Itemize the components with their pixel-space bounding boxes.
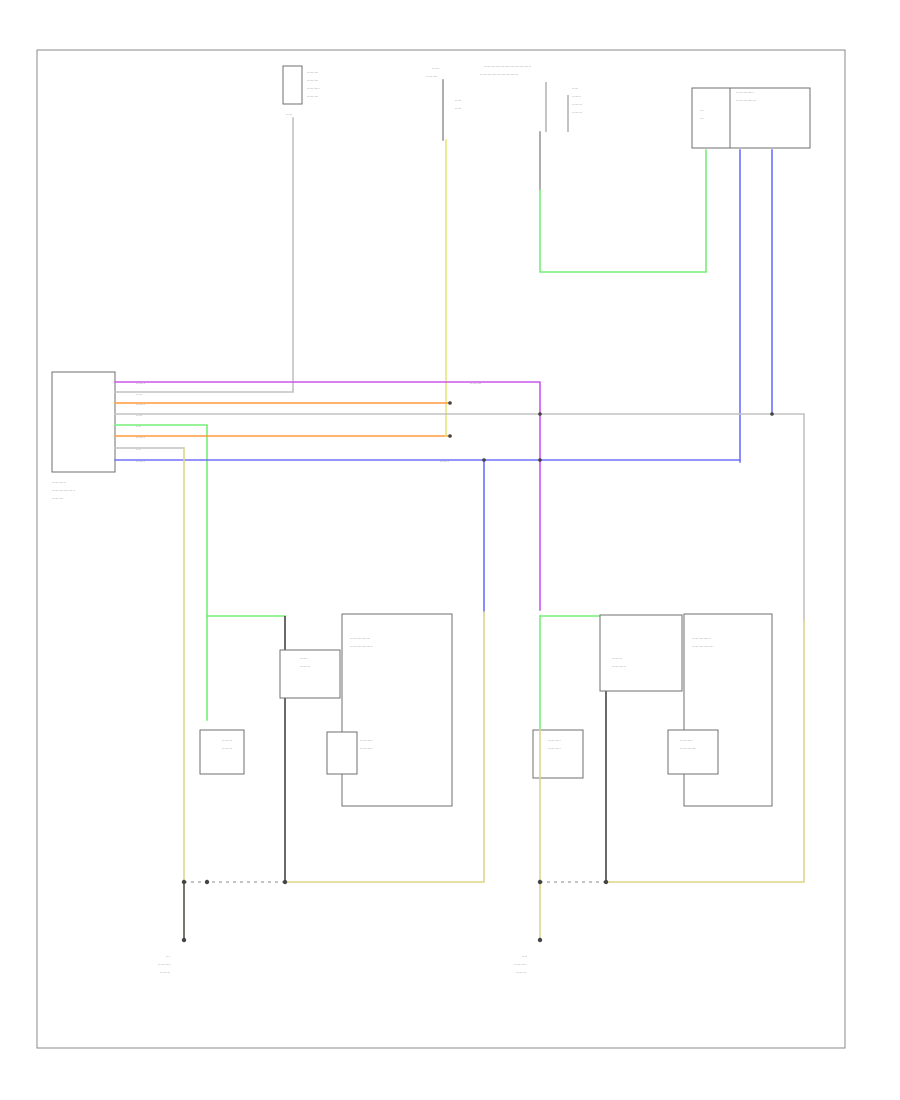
left-seat-heater-module (341, 613, 453, 807)
svg-text:······: ······ (432, 66, 440, 71)
svg-text:·······: ······· (440, 459, 449, 464)
svg-text:·········: ········· (52, 496, 63, 501)
bus-wire-labels: ······· ····· ······· ····· ···· ·······… (136, 381, 481, 464)
wire-green-top-loop (539, 159, 707, 273)
ignition-switch-component: ········· ········· ·········· ·········… (282, 65, 320, 117)
svg-text:········: ········ (300, 664, 310, 669)
svg-text:·······: ······· (572, 94, 581, 99)
svg-text:················: ················ (350, 636, 370, 641)
svg-text:·················: ················· (692, 644, 714, 649)
svg-text:·······: ······· (136, 459, 145, 464)
svg-text:··········: ·········· (307, 86, 320, 91)
front-seat-heater-control-module: ··········· ·················· ········· (51, 371, 116, 501)
svg-text:··········: ·········· (360, 738, 373, 743)
hot-at-all-times-label: ····································· ··… (480, 64, 531, 77)
svg-text:··········: ·········· (680, 738, 693, 743)
wire-gray-bus (114, 389, 294, 393)
electronic-control-module: ·············· ················ ··· ··· (691, 87, 811, 149)
diagram-frame (36, 49, 846, 1049)
svg-text:········: ········ (222, 746, 232, 751)
svg-text:··················: ·················· (52, 488, 75, 493)
svg-text:··········: ·········· (360, 746, 373, 751)
svg-text:···: ··· (700, 108, 704, 113)
fuse-box: ····· ······· ········ ········ (545, 82, 582, 132)
svg-text:·······: ······· (136, 402, 145, 407)
svg-text:········: ········ (572, 102, 582, 107)
wire-gray-long-bus (114, 413, 805, 621)
svg-text:········: ········ (516, 970, 526, 975)
svg-text:··········: ·········· (158, 962, 171, 967)
svg-text:················: ················ (736, 98, 756, 103)
svg-text:····: ···· (136, 424, 141, 429)
svg-text:········: ········ (612, 656, 622, 661)
svg-text:······: ······ (300, 656, 308, 661)
svg-text:·········: ········· (307, 94, 318, 99)
right-return-wire (605, 619, 805, 883)
left-seat-assembly: ······ ········ ················ ·······… (199, 611, 485, 883)
svg-text:·····: ····· (455, 106, 461, 111)
svg-text:·····: ····· (136, 392, 142, 397)
svg-text:···············: ··············· (692, 636, 711, 641)
left-seat-back-heater (279, 649, 341, 699)
svg-text:········: ········ (160, 970, 170, 975)
right-ground-point: ···· ·········· ········ (514, 879, 609, 975)
left-return-wire (284, 611, 485, 883)
svg-text:··········: ·········· (514, 962, 527, 967)
svg-text:··················: ·················· (350, 644, 373, 649)
svg-text:·····: ····· (136, 413, 142, 418)
svg-text:········: ········ (222, 738, 232, 743)
svg-text:·········: ········· (426, 74, 437, 79)
svg-text:···········: ··········· (612, 664, 626, 669)
svg-text:········: ········ (572, 110, 582, 115)
svg-text:····: ···· (522, 954, 527, 959)
svg-text:······························: ······························ (480, 72, 518, 77)
svg-text:···········: ··········· (52, 480, 66, 485)
svg-text:···: ··· (166, 954, 170, 959)
bus-connector-dots (448, 401, 774, 462)
right-seat-cushion-sensor (667, 729, 719, 775)
right-seat-back-heater (599, 614, 683, 692)
svg-text:·········: ········· (470, 381, 481, 386)
wire-green-bus (114, 424, 208, 721)
svg-text:·····: ····· (286, 112, 292, 117)
svg-text:·······: ······· (136, 435, 145, 440)
svg-text:·······: ······· (136, 381, 145, 386)
left-seat-cushion-heater (199, 729, 245, 775)
svg-text:··········: ·········· (548, 746, 561, 751)
right-seat-cushion-heater (532, 729, 584, 779)
svg-text:·····: ····· (455, 98, 461, 103)
svg-text:·············: ············· (680, 746, 697, 751)
svg-text:···: ··· (700, 116, 704, 121)
svg-text:··········: ·········· (548, 738, 561, 743)
left-ground-point: ··· ·········· ········ (158, 879, 288, 975)
svg-text:·········: ········· (307, 78, 318, 83)
wire-violet-bus (114, 381, 541, 611)
svg-text:······························: ····································· (484, 64, 531, 69)
right-seat-heater-module (683, 613, 773, 807)
ignition-feed-label: ······ ········· ····· ····· (426, 66, 461, 111)
left-seat-cushion-sensor (326, 731, 358, 775)
right-seat-assembly: ········ ··········· ··············· ···… (532, 613, 805, 941)
svg-text:·········: ········· (307, 70, 318, 75)
svg-text:····: ···· (136, 447, 141, 452)
svg-text:·····: ····· (572, 86, 578, 91)
svg-text:··············: ·············· (736, 90, 754, 95)
